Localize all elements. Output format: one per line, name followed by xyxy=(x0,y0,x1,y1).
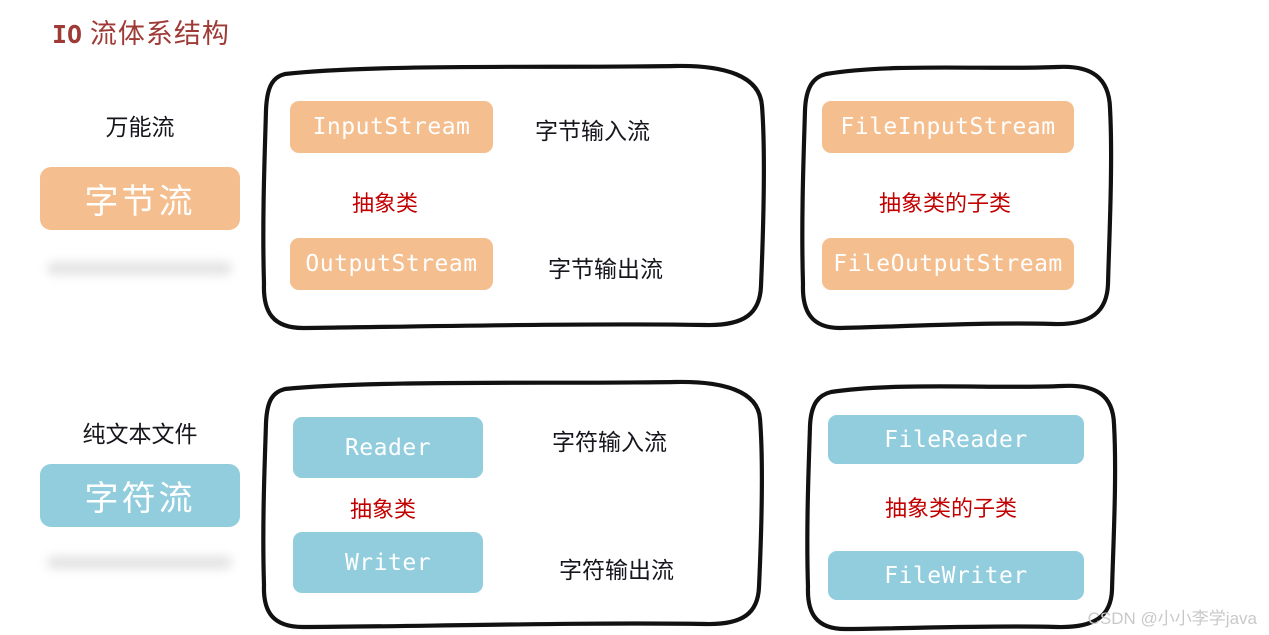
note-byte-concrete: 抽象类的子类 xyxy=(879,191,1012,216)
char-concrete-group-frame xyxy=(797,378,1127,635)
note-byte-abstract: 抽象类 xyxy=(352,191,419,216)
class-pill-fileoutputstream[interactable]: FileOutputStream xyxy=(822,238,1074,290)
csdn-watermark: CSDN @小小李学java xyxy=(1087,609,1257,628)
page-title: IO 流体系结构 xyxy=(52,12,230,51)
char-stream-caption: 纯文本文件 xyxy=(82,422,198,447)
class-pill-inputstream[interactable]: InputStream xyxy=(290,101,493,153)
desc-reader: 字符输入流 xyxy=(552,430,667,455)
byte-stream-caption: 万能流 xyxy=(105,115,175,140)
page-title-text: 流体系结构 xyxy=(89,19,230,49)
desc-inputstream: 字节输入流 xyxy=(535,119,650,144)
byte-concrete-group-frame xyxy=(792,58,1122,338)
page-title-code: IO xyxy=(52,20,83,49)
class-pill-writer[interactable]: Writer xyxy=(293,532,483,593)
class-pill-filewriter[interactable]: FileWriter xyxy=(828,551,1084,600)
note-char-abstract: 抽象类 xyxy=(350,497,417,522)
desc-writer: 字符输出流 xyxy=(559,558,674,583)
char-stream-ghost-bar xyxy=(47,556,232,569)
note-char-concrete: 抽象类的子类 xyxy=(885,496,1018,521)
byte-stream-pill: 字节流 xyxy=(40,167,240,230)
class-pill-outputstream[interactable]: OutputStream xyxy=(290,238,493,290)
desc-outputstream: 字节输出流 xyxy=(548,257,663,282)
byte-abstract-group-frame xyxy=(255,58,775,338)
char-stream-pill: 字符流 xyxy=(40,464,240,527)
class-pill-fileinputstream[interactable]: FileInputStream xyxy=(822,101,1074,153)
byte-stream-ghost-bar xyxy=(47,262,232,275)
char-abstract-group-frame xyxy=(255,375,775,635)
class-pill-filereader[interactable]: FileReader xyxy=(828,415,1084,464)
class-pill-reader[interactable]: Reader xyxy=(293,417,483,478)
